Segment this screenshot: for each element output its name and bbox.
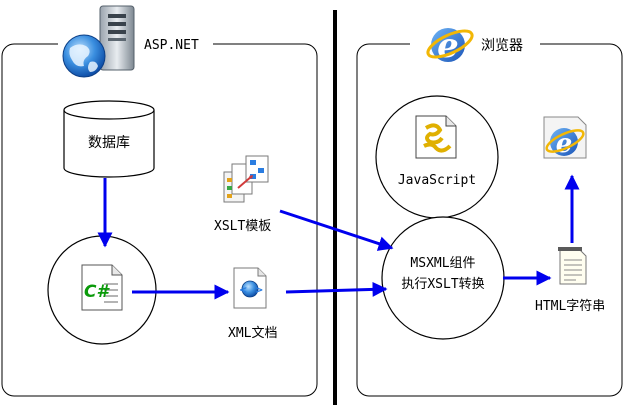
svg-text:<: < bbox=[239, 285, 247, 296]
svg-text:>: > bbox=[255, 285, 263, 296]
javascript-label: JavaScript bbox=[398, 173, 476, 188]
server-globe-icon bbox=[62, 5, 135, 78]
ie-result-icon: e bbox=[543, 116, 587, 159]
xml-document-label: XML文档 bbox=[228, 326, 277, 341]
csharp-glyph: C# bbox=[84, 282, 110, 302]
server-panel-title: ASP.NET bbox=[144, 38, 199, 53]
xml-document-icon: < > bbox=[233, 267, 267, 309]
csharp-file-icon: C# bbox=[81, 264, 123, 311]
database-label: 数据库 bbox=[88, 135, 130, 151]
xslt-template-icon bbox=[223, 155, 269, 203]
html-string-icon bbox=[558, 247, 587, 285]
html-string-label: HTML字符串 bbox=[535, 298, 605, 314]
script-file-icon bbox=[415, 115, 457, 159]
internet-explorer-icon: e bbox=[426, 26, 474, 66]
msxml-label-line1: MSXML组件 bbox=[410, 256, 475, 271]
arrow-xml-to-msxml bbox=[285, 281, 388, 297]
msxml-label-line2: 执行XSLT转换 bbox=[401, 277, 484, 292]
arrow-xslt-to-msxml bbox=[279, 209, 394, 251]
browser-panel bbox=[356, 43, 623, 397]
xslt-template-label: XSLT模板 bbox=[214, 219, 271, 234]
browser-panel-title: 浏览器 bbox=[481, 38, 523, 54]
database-cylinder bbox=[63, 100, 155, 178]
